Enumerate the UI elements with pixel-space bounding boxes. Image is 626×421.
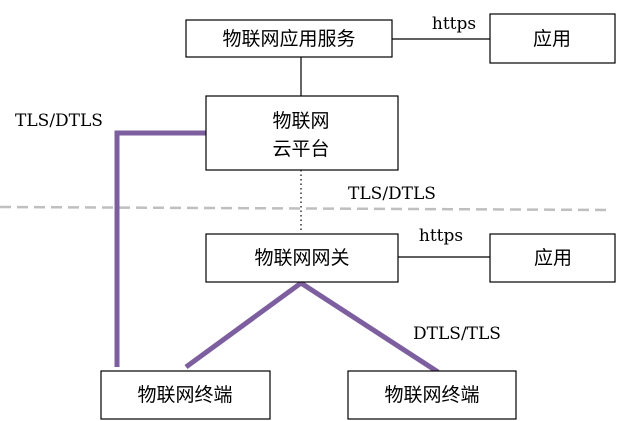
dtls-tls-label-right: DTLS/TLS: [413, 324, 501, 344]
app-mid-label: 应用: [534, 247, 572, 269]
terminal-right-label: 物联网终端: [384, 384, 479, 406]
terminal-left-label: 物联网终端: [137, 384, 232, 406]
terminal-box-right: 物联网终端: [347, 370, 517, 420]
dtls-channel-gateway-to-terminals: [184, 279, 440, 375]
terminal-box-left: 物联网终端: [100, 370, 271, 420]
gateway-box: 物联网网关: [205, 233, 399, 283]
network-boundary-line: [0, 205, 613, 212]
tls-channel-terminal-to-cloud: [114, 130, 206, 367]
tls-dtls-label-left: TLS/DTLS: [15, 111, 103, 131]
app-box-mid: 应用: [489, 233, 616, 283]
gateway-label: 物联网网关: [254, 247, 349, 269]
cloud-label-line1: 物联网: [272, 110, 329, 132]
https-label-top: https: [432, 14, 476, 34]
app-box-top: 应用: [489, 13, 616, 64]
app-service-label: 物联网应用服务: [222, 28, 355, 50]
cloud-platform-box: 物联网 云平台: [205, 95, 399, 171]
cloud-label-line2: 云平台: [272, 138, 329, 160]
app-top-label: 应用: [533, 28, 571, 50]
app-service-box: 物联网应用服务: [185, 19, 393, 58]
tls-dtls-label-center: TLS/DTLS: [348, 184, 436, 204]
https-label-mid: https: [419, 226, 463, 246]
